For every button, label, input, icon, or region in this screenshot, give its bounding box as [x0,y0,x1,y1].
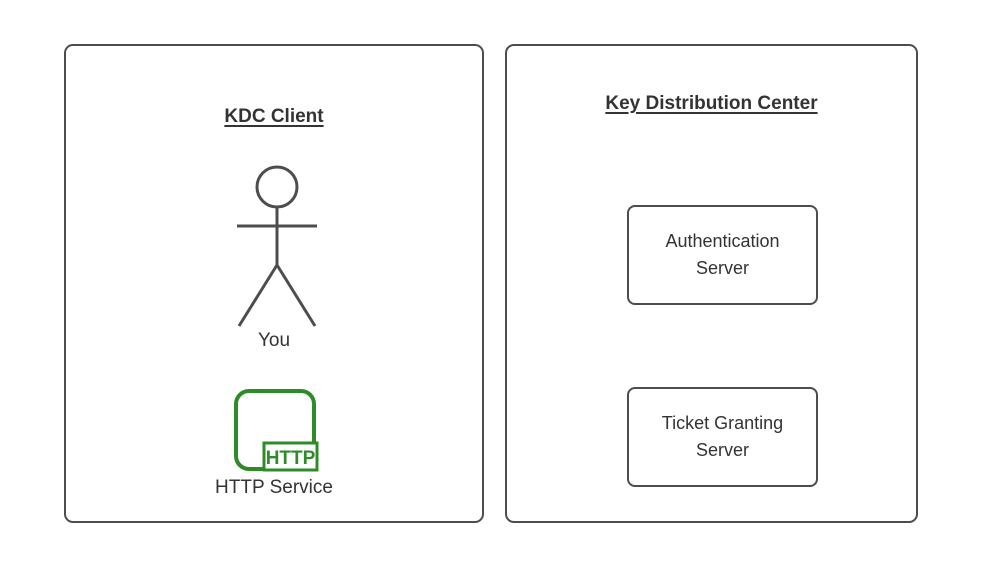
actor-label: You [257,330,291,351]
kdc-client-title: KDC Client [224,106,324,127]
http-icon-text: HTTP [266,448,316,469]
http-service-label: HTTP Service [215,477,333,498]
stick-figure-actor-icon [237,165,317,327]
kdc-client-panel: KDC Client You HTTP HTTP Service [64,44,484,523]
http-service-icon: HTTP [234,389,319,472]
ticket-granting-server-label: Ticket Granting Server [661,413,784,460]
authentication-server-box: Authentication Server [627,205,818,305]
key-distribution-center-panel: Key Distribution Center Authentication S… [505,44,918,523]
authentication-server-label: Authentication Server [665,231,780,278]
key-distribution-center-title: Key Distribution Center [605,93,818,114]
ticket-granting-server-box: Ticket Granting Server [627,387,818,487]
